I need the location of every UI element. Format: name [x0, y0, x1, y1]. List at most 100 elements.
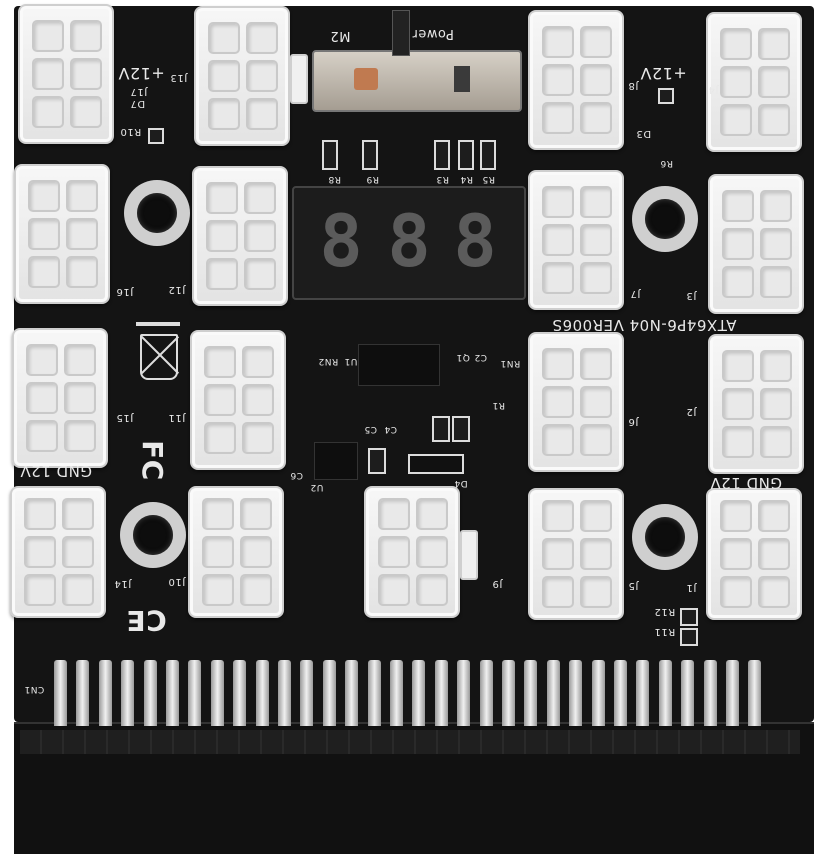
connector-label-j16: J16 — [116, 286, 134, 297]
connector-j12 — [192, 166, 288, 306]
slot-pin — [54, 660, 67, 726]
slot-pin — [703, 660, 717, 726]
slot-pin — [681, 660, 695, 726]
slot-pin — [636, 660, 650, 726]
power-switch[interactable] — [312, 50, 522, 112]
connector-label-j10: J10 — [168, 576, 186, 587]
connector-j16 — [14, 164, 110, 304]
connector-label-j17: J17 — [130, 86, 148, 97]
connector-label-j6: J6 — [628, 416, 639, 427]
slot-contacts — [20, 730, 800, 754]
display-digit: 8 — [319, 199, 363, 283]
connector-j13 — [194, 6, 308, 146]
resistor-r12 — [680, 608, 698, 626]
slot-pin — [210, 660, 224, 726]
label-c6: C6 — [290, 470, 304, 480]
switch-slot — [454, 66, 470, 92]
diode-d4 — [408, 454, 464, 474]
slot-pin — [524, 660, 538, 726]
connector-j2 — [708, 334, 804, 474]
connector-j8 — [528, 10, 624, 150]
connector-label-j2: J2 — [686, 406, 697, 417]
label-rn2: RN2 — [318, 356, 339, 366]
label-r6: R6 — [660, 158, 673, 168]
label-r1: R1 — [492, 400, 505, 410]
slot-pin — [390, 660, 403, 726]
label-rn1: RN1 — [500, 358, 521, 368]
connector-label-j11: J11 — [168, 412, 186, 423]
slot-pin — [188, 660, 202, 726]
ce-mark: CE — [126, 604, 167, 637]
label-r4: R4 — [460, 174, 473, 184]
label-u1: U1 — [344, 356, 358, 366]
led-d3 — [658, 88, 674, 104]
resistor-r9 — [362, 140, 378, 170]
label-r5: R5 — [482, 174, 495, 184]
label-c5: C5 — [364, 424, 378, 434]
slot-pin — [434, 660, 448, 726]
resistor-r5 — [480, 140, 496, 170]
display-digit: 8 — [453, 199, 497, 283]
connector-label-j13: J13 — [170, 72, 188, 83]
slot-pin — [98, 660, 112, 726]
mounting-hole — [124, 180, 190, 246]
connector-label-j1: J1 — [686, 582, 697, 593]
mounting-hole — [632, 186, 698, 252]
slot-pin — [143, 660, 157, 726]
label-r11: R11 — [654, 626, 676, 637]
connector-j11 — [190, 330, 286, 470]
label-q1: Q1 — [456, 352, 470, 362]
slot-pin — [121, 660, 135, 726]
slot-pin — [457, 660, 471, 726]
cn1-label: CN1 — [24, 684, 45, 694]
connector-label-j4: J4 — [708, 84, 719, 95]
connector-label-j15: J15 — [116, 412, 134, 423]
switch-label: M2 — [330, 28, 351, 43]
capacitor-c5 — [452, 416, 470, 442]
resistor-r3 — [434, 140, 450, 170]
connector-j14 — [10, 486, 106, 618]
connector-j15 — [12, 328, 108, 468]
slot-pin — [412, 660, 426, 726]
label-r9: R9 — [366, 174, 379, 184]
connector-label-j12: J12 — [168, 284, 186, 295]
model-label: ATX64P6-N04 VER006S — [552, 316, 737, 334]
capacitor-c4 — [432, 416, 450, 442]
slot-pin — [569, 660, 583, 726]
display-digit: 8 — [387, 199, 431, 283]
slot-pin — [76, 660, 90, 726]
gnd-label-right: GND 12V — [710, 474, 783, 492]
switch-lever — [392, 10, 410, 56]
connector-j10 — [188, 486, 284, 618]
connector-label-j3: J3 — [686, 290, 697, 301]
label-c2: C2 — [474, 352, 488, 362]
switch-knob — [354, 68, 378, 90]
gnd-label-left: GND 12V — [20, 462, 93, 480]
slot-pin — [726, 660, 739, 726]
connector-j1 — [706, 488, 802, 620]
resistor-r8 — [322, 140, 338, 170]
label-r8: R8 — [328, 174, 341, 184]
connector-j9 — [364, 486, 478, 618]
resistor-r11 — [680, 628, 698, 646]
mounting-hole — [632, 504, 698, 570]
label-d4: D4 — [454, 478, 468, 488]
slot-pin — [658, 660, 672, 726]
slot-pin — [300, 660, 314, 726]
label-c4: C4 — [384, 424, 398, 434]
power-label: Power — [412, 26, 454, 41]
connector-label-j8: J8 — [628, 80, 639, 91]
slot-pin — [546, 660, 560, 726]
v12-label-left: +12V — [118, 64, 165, 83]
label-d7: D7 — [130, 98, 146, 109]
connector-label-j7: J7 — [630, 288, 641, 299]
slot-pin — [591, 660, 605, 726]
ic-u1 — [358, 344, 440, 386]
slot-pin — [166, 660, 179, 726]
weee-bin-icon — [140, 334, 180, 380]
slot-pin — [367, 660, 381, 726]
connector-j6 — [528, 332, 624, 472]
slot-pin — [479, 660, 493, 726]
connector-label-j9: J9 — [492, 578, 503, 589]
connector-label-j14: J14 — [114, 578, 132, 589]
